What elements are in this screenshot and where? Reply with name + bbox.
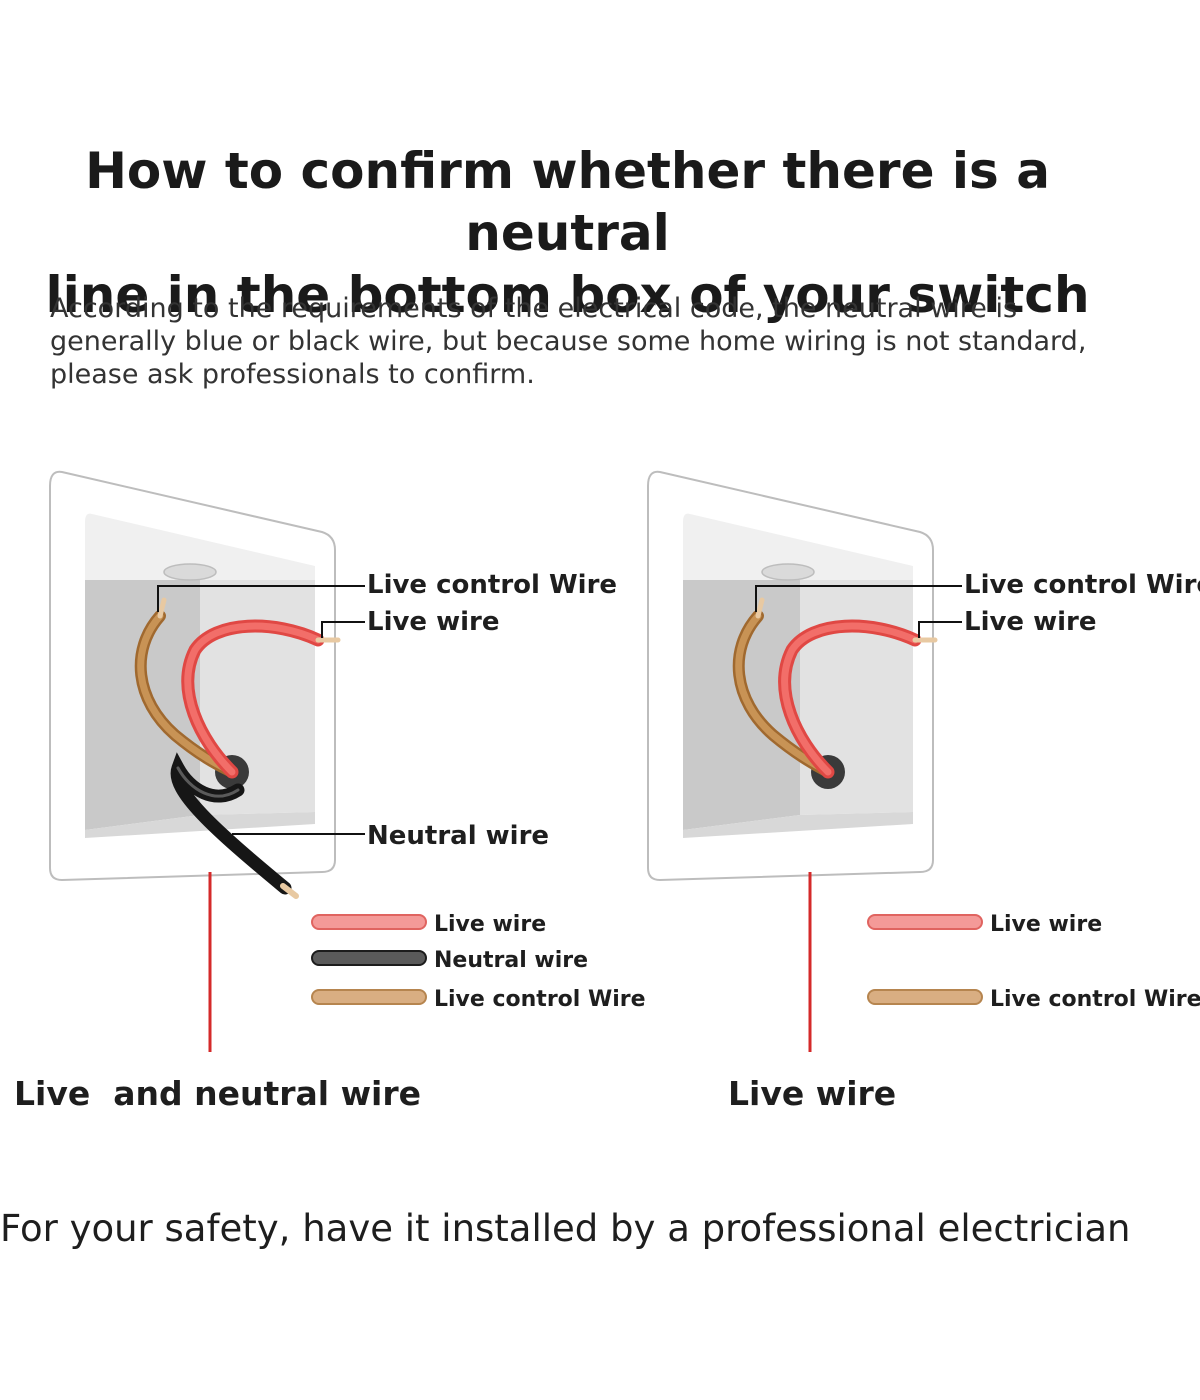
description-line-2: generally blue or black wire, but becaus… <box>50 326 1087 357</box>
description-line-3: please ask professionals to confirm. <box>50 359 535 390</box>
left-box-top-wall <box>85 513 315 580</box>
right-legend-live-control-swatch <box>867 989 983 1005</box>
right-legend-live-label: Live wire <box>990 912 1102 937</box>
description-line-1: According to the requirements of the ele… <box>50 293 1018 324</box>
left-legend-live-control-label: Live control Wire <box>434 987 646 1012</box>
left-legend-live-label: Live wire <box>434 912 546 937</box>
left-label-neutral: Neutral wire <box>367 821 549 851</box>
right-box-left-wall <box>683 580 800 830</box>
right-box-screw-hole <box>761 563 815 581</box>
right-wires <box>732 597 938 779</box>
right-box-top-wall <box>683 513 913 580</box>
left-label-live: Live wire <box>367 607 500 637</box>
page-title-line-1: How to confirm whether there is a neutra… <box>85 142 1050 262</box>
right-live-wire-highlight <box>781 622 919 776</box>
left-box-bottom-edge <box>85 812 315 838</box>
left-neutral-wire-shine <box>176 766 240 798</box>
right-live-control-tip <box>755 597 765 619</box>
right-legend-live-swatch <box>867 914 983 930</box>
right-box-bottom-edge <box>683 812 913 838</box>
left-legend-live-swatch <box>311 914 427 930</box>
left-legend-neutral-label: Neutral wire <box>434 948 588 973</box>
left-wires <box>134 597 341 899</box>
left-live-control-tip <box>157 597 167 619</box>
right-label-live-control: Live control Wire <box>964 570 1200 600</box>
left-leader-live-control <box>157 585 365 612</box>
left-label-live-control: Live control Wire <box>367 570 617 600</box>
left-box-left-wall <box>85 580 200 830</box>
left-live-wire-highlight <box>184 622 322 776</box>
left-legend-live-control-swatch <box>311 989 427 1005</box>
left-leader-live <box>321 621 365 638</box>
right-leader-lines <box>755 585 962 638</box>
description: According to the requirements of the ele… <box>50 292 1110 391</box>
right-legend-live-control-label: Live control Wire <box>990 987 1200 1012</box>
left-box-screw-hole <box>163 563 217 581</box>
left-caption: Live and neutral wire <box>14 1074 421 1113</box>
right-caption: Live wire <box>728 1074 896 1113</box>
left-leader-lines <box>157 585 365 835</box>
right-label-live: Live wire <box>964 607 1097 637</box>
right-legend: Live wire Live control Wire <box>867 912 1200 1012</box>
left-legend-neutral-swatch <box>311 950 427 966</box>
page-title-line-2: line in the bottom box of your switch <box>45 266 1090 324</box>
right-switch-box <box>647 470 934 882</box>
right-leader-live-control <box>755 585 962 612</box>
left-neutral-tip <box>280 883 299 899</box>
safety-notice: For your safety, have it installed by a … <box>0 1207 1131 1250</box>
left-legend: Live wire Neutral wire Live control Wire <box>311 912 646 1012</box>
page-title: How to confirm whether there is a neutra… <box>0 140 1135 326</box>
right-leader-live <box>918 621 962 638</box>
